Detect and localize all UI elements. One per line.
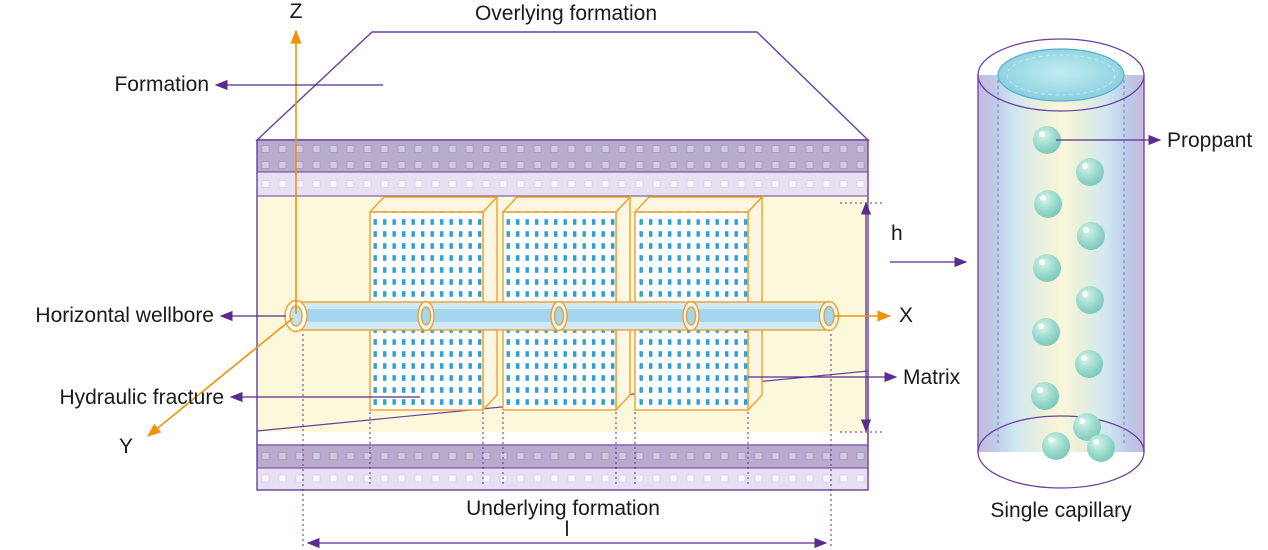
overlying-formation-rock	[255, 31, 870, 141]
dimension-h: h	[860, 201, 968, 433]
z-axis-label: Z	[290, 0, 303, 23]
proppant-sphere	[1075, 350, 1103, 378]
proppant-sphere	[1077, 222, 1105, 250]
proppant-sphere	[1031, 382, 1059, 410]
overlying-formation-label: Overlying formation	[475, 2, 657, 25]
proppant-sphere	[1042, 432, 1070, 460]
single-capillary-label: Single capillary	[990, 499, 1132, 522]
formation-band-2-squares	[257, 172, 868, 196]
capillary-bottom	[977, 415, 1145, 489]
proppant-sphere	[1032, 318, 1060, 346]
band-separators	[257, 171, 868, 469]
proppant-sphere	[1034, 190, 1062, 218]
y-axis-label: Y	[119, 435, 133, 458]
dimension-l: l	[306, 518, 828, 549]
dimension-l-label: l	[565, 518, 570, 541]
dimension-h-label: h	[891, 222, 903, 245]
hydraulic-fracture-label: Hydraulic fracture	[59, 386, 224, 409]
underlying-formation-label: Underlying formation	[466, 497, 660, 520]
single-capillary: Proppant Single capillary	[977, 38, 1252, 522]
proppant-sphere	[1033, 126, 1061, 154]
x-axis-label: X	[899, 304, 913, 327]
proppant-spheres	[1031, 126, 1115, 462]
horizontal-wellbore-label: Horizontal wellbore	[35, 304, 214, 327]
y-axis	[146, 317, 294, 437]
capillary-top-bore-inner	[1006, 54, 1116, 96]
coordinate-axes: Z X Y	[119, 0, 913, 458]
capillary-top-bore	[997, 48, 1125, 102]
capillary-body	[978, 75, 1144, 452]
proppant-label: Proppant	[1167, 129, 1252, 152]
proppant-sphere	[1076, 286, 1104, 314]
annotations: Overlying formation Underlying formation…	[35, 2, 960, 520]
formation-band-1-squares	[257, 140, 868, 172]
formation-band-4-squares	[257, 468, 868, 490]
formation-label: Formation	[114, 73, 209, 96]
formation-band-3-squares	[257, 445, 868, 468]
proppant-sphere	[1076, 158, 1104, 186]
matrix-label: Matrix	[903, 366, 961, 389]
wellbore-openings	[284, 299, 840, 333]
capillary-top-rim	[977, 38, 1145, 112]
proppant-sphere	[1073, 413, 1101, 441]
proppant-sphere	[1033, 254, 1061, 282]
proppant-sphere	[1087, 434, 1115, 462]
